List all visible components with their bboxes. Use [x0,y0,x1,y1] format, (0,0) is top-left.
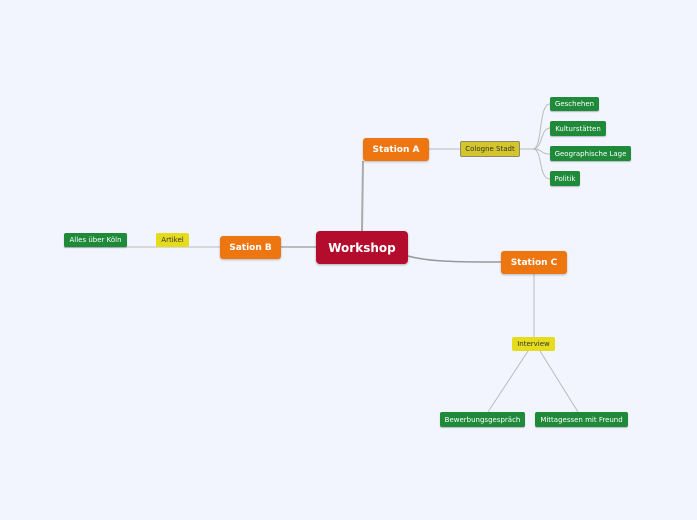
node-geographische-lage[interactable]: Geographische Lage [550,146,631,161]
node-kulturstaetten[interactable]: Kulturstätten [550,121,606,136]
node-station-b[interactable]: Sation B [220,236,281,259]
root-node-workshop[interactable]: Workshop [316,231,408,264]
connector [539,350,579,413]
node-interview[interactable]: Interview [512,337,555,351]
connector [532,148,551,180]
node-station-c[interactable]: Station C [501,251,567,274]
node-geschehen[interactable]: Geschehen [550,97,599,111]
connector [532,127,551,150]
connector [520,103,551,150]
connector [407,255,502,263]
connector [361,160,364,232]
node-cologne-stadt[interactable]: Cologne Stadt [460,141,520,157]
node-politik[interactable]: Politik [550,171,580,186]
node-alles-ueber-koeln[interactable]: Alles über Köln [64,233,127,247]
node-mittagessen-mit-freund[interactable]: Mittagessen mit Freund [535,412,628,427]
connector [487,350,529,413]
node-bewerbungsgespraech[interactable]: Bewerbungsgespräch [440,412,525,427]
node-station-a[interactable]: Station A [363,138,429,161]
node-artikel[interactable]: Artikel [156,233,189,247]
